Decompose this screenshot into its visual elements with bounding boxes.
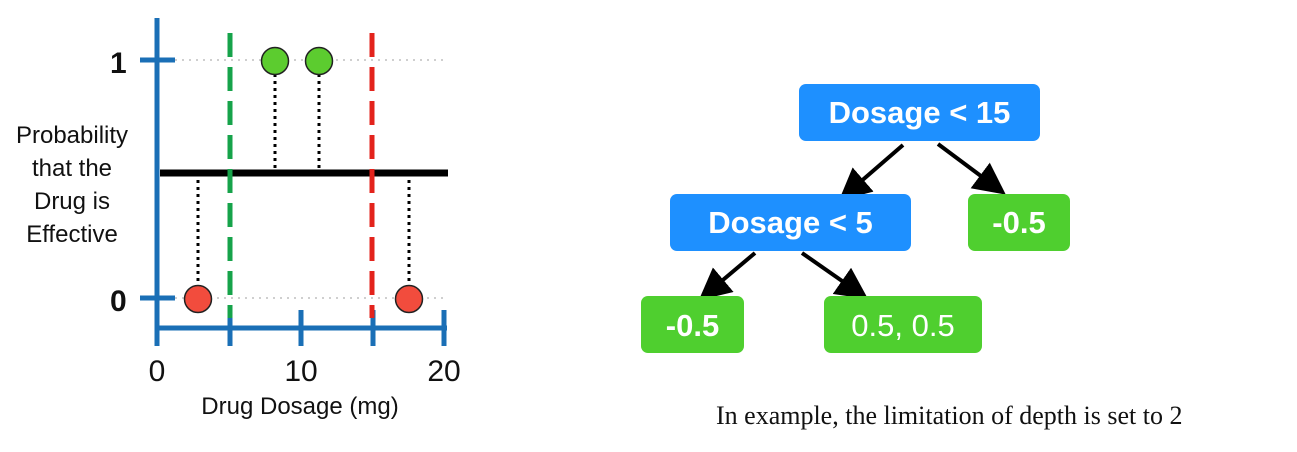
data-point-green-2 bbox=[304, 46, 334, 76]
tree-leaf-left-left: -0.5 bbox=[641, 296, 744, 353]
y-axis-label-line-1: Probability bbox=[16, 122, 128, 149]
tree-leaf-left-right: 0.5, 0.5 bbox=[824, 296, 982, 353]
dosage-probability-plot: 1 0 0 10 20 Probability that the Drug is… bbox=[16, 18, 461, 420]
tree-node-root-label: Dosage < 15 bbox=[829, 95, 1011, 130]
x-tick-label-20: 20 bbox=[427, 355, 460, 388]
edge-left-rightleaf bbox=[800, 251, 869, 300]
tree-node-left: Dosage < 5 bbox=[670, 194, 911, 251]
edge-root-right bbox=[936, 142, 1006, 195]
x-tick-label-10: 10 bbox=[284, 355, 317, 388]
tree-leaf-right-label: -0.5 bbox=[992, 205, 1045, 240]
x-axis-label: Drug Dosage (mg) bbox=[201, 393, 398, 420]
tree-node-left-label: Dosage < 5 bbox=[708, 205, 873, 240]
tree-leaf-right: -0.5 bbox=[968, 194, 1070, 251]
x-tick-label-0: 0 bbox=[149, 355, 166, 388]
data-point-red-1 bbox=[183, 284, 213, 314]
y-tick-label-0: 0 bbox=[110, 285, 127, 318]
caption: In example, the limitation of depth is s… bbox=[716, 401, 1183, 430]
data-point-red-2 bbox=[394, 284, 424, 314]
decision-tree: Dosage < 15 Dosage < 5 -0.5 -0.5 0.5, 0.… bbox=[641, 84, 1070, 353]
y-axis-label-line-4: Effective bbox=[26, 221, 118, 248]
tree-leaf-left-left-label: -0.5 bbox=[666, 308, 719, 343]
y-axis-label-line-2: that the bbox=[32, 155, 112, 182]
y-tick-label-1: 1 bbox=[110, 47, 127, 80]
tree-leaf-left-right-label: 0.5, 0.5 bbox=[851, 308, 954, 343]
y-axis-label-line-3: Drug is bbox=[34, 188, 110, 215]
edge-left-leftleaf bbox=[698, 251, 757, 301]
edge-root-left bbox=[838, 143, 905, 201]
tree-node-root: Dosage < 15 bbox=[799, 84, 1040, 141]
data-point-green-1 bbox=[260, 46, 290, 76]
